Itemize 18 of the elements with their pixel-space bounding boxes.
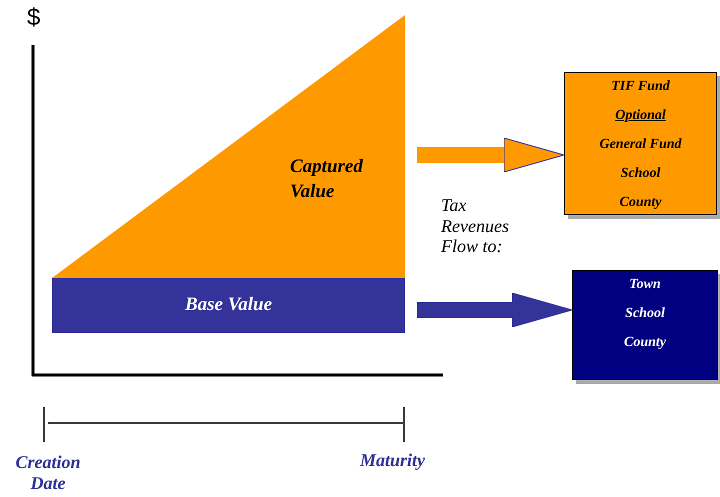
captured-value-triangle — [52, 15, 405, 278]
fund-name: County — [624, 335, 666, 351]
timeline-label: Creation Date — [14, 452, 82, 494]
fund-name: General Fund — [599, 137, 682, 153]
fund-name: School — [625, 306, 665, 322]
fund-name: County — [620, 195, 662, 211]
block-arrow — [417, 292, 572, 328]
fund-name: Optional — [615, 108, 666, 124]
base-value-bar — [52, 278, 405, 333]
axis-label: $ — [27, 4, 40, 32]
flow-note: Tax Revenues Flow to: — [441, 195, 510, 258]
timeline-label: Maturity — [360, 450, 426, 471]
block-arrow — [417, 138, 564, 172]
fund-name: TIF Fund — [611, 79, 670, 95]
fund-name: Town — [629, 277, 661, 293]
area-label: Captured Value — [290, 155, 364, 204]
bar-label: Base Value — [184, 294, 272, 316]
fund-name: School — [620, 166, 660, 182]
